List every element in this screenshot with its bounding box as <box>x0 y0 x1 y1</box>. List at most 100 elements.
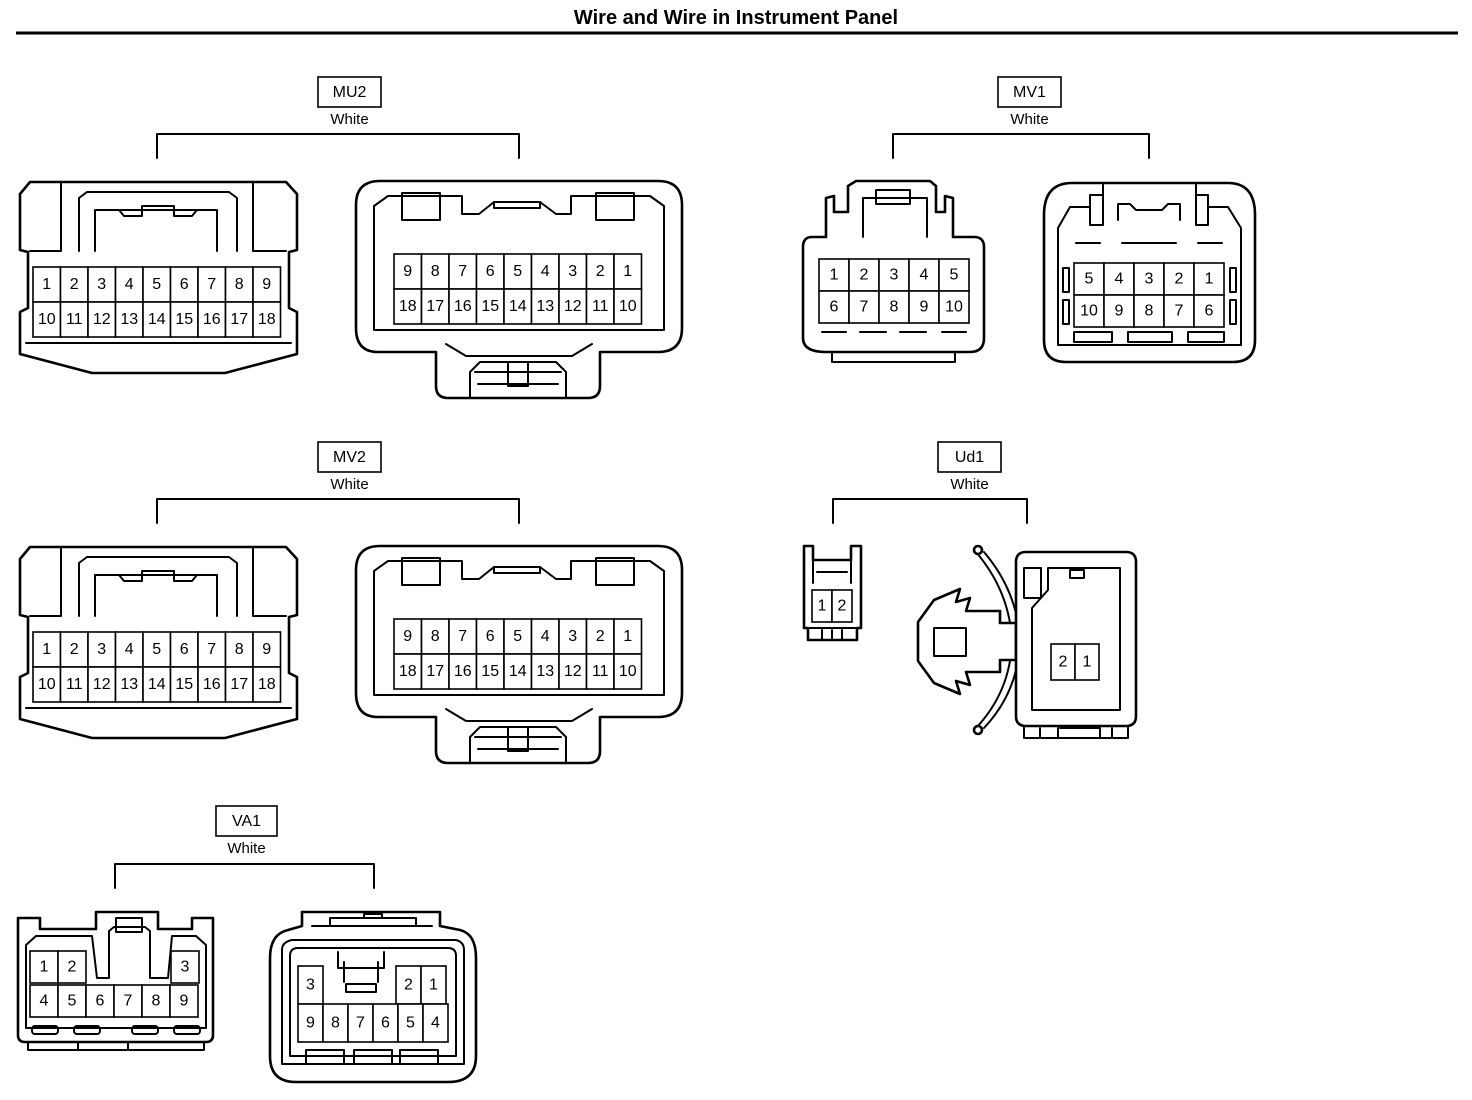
pair-bracket <box>114 863 375 889</box>
pair-bracket <box>156 133 520 159</box>
pin-cell: 5 <box>503 253 533 290</box>
pin-number: 6 <box>486 628 495 645</box>
pin-number: 3 <box>890 267 899 284</box>
pin-cell: 13 <box>530 288 560 325</box>
pin-number: 1 <box>623 263 632 280</box>
pin-number: 3 <box>568 628 577 645</box>
pin-cell: 7 <box>448 618 478 655</box>
pin-cell: 1 <box>29 950 59 984</box>
pair-bracket <box>892 133 1150 159</box>
pin-cell: 15 <box>169 666 199 703</box>
pin-number: 2 <box>596 628 605 645</box>
pin-cell: 17 <box>224 301 254 338</box>
pin-number: 16 <box>203 676 221 693</box>
pin-cell: 3 <box>87 631 117 668</box>
pin-number: 1 <box>40 959 49 976</box>
pin-number: 7 <box>458 263 467 280</box>
connector-label-mv1: MV1 White <box>997 76 1062 128</box>
pin-cell: 12 <box>558 288 588 325</box>
pin-number: 4 <box>541 628 550 645</box>
pin-cell: 3 <box>558 253 588 290</box>
pin-number: 14 <box>509 663 527 680</box>
pin-number: 3 <box>97 276 106 293</box>
pin-number: 16 <box>454 663 472 680</box>
pin-cell: 7 <box>448 253 478 290</box>
pin-number: 5 <box>406 1015 415 1032</box>
pin-number: 9 <box>262 641 271 658</box>
pin-cell: 11 <box>59 666 89 703</box>
pin-number: 7 <box>1175 303 1184 320</box>
pin-number: 7 <box>860 299 869 316</box>
pin-number: 2 <box>404 977 413 994</box>
pin-cell: 9 <box>1103 294 1135 328</box>
pin-number: 5 <box>152 641 161 658</box>
pin-number: 13 <box>536 298 554 315</box>
connector-id: Ud1 <box>955 449 984 466</box>
pin-cell: 3 <box>878 258 910 292</box>
pin-number: 6 <box>96 993 105 1010</box>
pin-number: 7 <box>207 641 216 658</box>
pin-cell: 13 <box>114 301 144 338</box>
pin-number: 14 <box>148 311 166 328</box>
pin-cell: 2 <box>585 253 615 290</box>
pin-cell: 9 <box>393 253 423 290</box>
pin-number: 1 <box>830 267 839 284</box>
pin-number: 5 <box>513 628 522 645</box>
pin-cell: 14 <box>503 288 533 325</box>
pin-number: 16 <box>454 298 472 315</box>
pin-cell: 7 <box>848 290 880 324</box>
pin-number: 2 <box>1175 271 1184 288</box>
pin-cell: 5 <box>397 1003 424 1043</box>
pin-number: 12 <box>564 663 582 680</box>
pin-cell: 6 <box>475 618 505 655</box>
pin-number: 5 <box>950 267 959 284</box>
pin-cell: 9 <box>393 618 423 655</box>
pin-cell: 1 <box>1074 643 1100 681</box>
pin-number: 12 <box>93 676 111 693</box>
pin-number: 9 <box>306 1015 315 1032</box>
pin-number: 12 <box>564 298 582 315</box>
connector-color: White <box>227 840 265 857</box>
pin-cell: 18 <box>393 653 423 690</box>
pin-cell: 1 <box>32 631 62 668</box>
pin-number: 4 <box>541 263 550 280</box>
pin-number: 3 <box>306 977 315 994</box>
connector-id: MV1 <box>1013 84 1046 101</box>
pin-cell: 4 <box>114 266 144 303</box>
pin-cell: 18 <box>393 288 423 325</box>
pin-number: 13 <box>120 676 138 693</box>
pin-number: 14 <box>148 676 166 693</box>
pin-cell: 4 <box>1103 262 1135 296</box>
pin-cell: 4 <box>530 253 560 290</box>
pin-cell: 1 <box>420 965 447 1005</box>
pin-number: 13 <box>536 663 554 680</box>
pin-cell: 17 <box>420 288 450 325</box>
pin-number: 8 <box>431 628 440 645</box>
pin-number: 15 <box>175 311 193 328</box>
pin-number: 9 <box>1115 303 1124 320</box>
pin-cell: 8 <box>420 253 450 290</box>
pin-cell: 12 <box>558 653 588 690</box>
pin-number: 15 <box>481 298 499 315</box>
pin-cell: 1 <box>811 589 833 623</box>
pin-number: 10 <box>619 298 637 315</box>
pin-cell: 16 <box>448 653 478 690</box>
pin-number: 7 <box>356 1015 365 1032</box>
pin-number: 8 <box>1145 303 1154 320</box>
pin-number: 16 <box>203 311 221 328</box>
pin-cell: 5 <box>142 631 172 668</box>
pin-number: 2 <box>1059 654 1068 671</box>
pin-cell: 11 <box>585 653 615 690</box>
pin-cell: 2 <box>59 266 89 303</box>
pin-number: 4 <box>40 993 49 1010</box>
pin-cell: 7 <box>197 631 227 668</box>
pin-cell: 12 <box>87 301 117 338</box>
